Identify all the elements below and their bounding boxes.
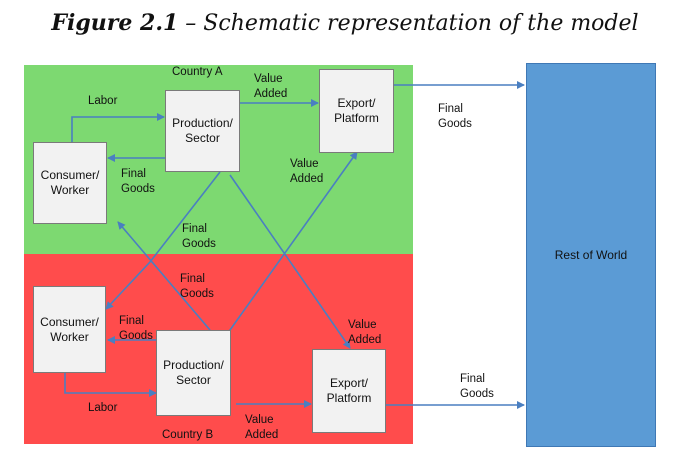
country-a-label: Country A: [172, 66, 223, 78]
rest-of-world-box: Rest of World: [526, 63, 656, 447]
rest-of-world-label: Rest of World: [554, 247, 628, 262]
export-platform-label-b: Export/ Platform: [326, 376, 372, 405]
figure-title: Figure 2.1 – Schematic representation of…: [0, 10, 690, 36]
value-added-cross-arrow-a-to-b: [229, 174, 351, 349]
consumer-worker-label-b: Consumer/ Worker: [40, 314, 99, 344]
final-goods-label-b-inner: Final Goods: [119, 315, 153, 342]
production-sector-box-a: Production/ Sector: [165, 90, 240, 172]
export-platform-box-a: Export/ Platform: [319, 69, 394, 153]
labor-label-b: Labor: [88, 402, 118, 414]
export-platform-box-b: Export/ Platform: [312, 349, 386, 433]
labor-arrow-b: [64, 373, 157, 397]
final-goods-label-world-b: Final Goods: [460, 373, 494, 400]
title-dash: –: [178, 11, 204, 36]
consumer-worker-box-a: Consumer/ Worker: [33, 142, 107, 224]
value-added-cross-arrow-b-to-a: [224, 151, 358, 338]
production-sector-box-b: Production/ Sector: [156, 330, 231, 416]
value-added-label-a: Value Added: [254, 73, 288, 100]
value-added-label-b: Value Added: [245, 414, 279, 441]
final-goods-label-cross-b: Final Goods: [180, 273, 214, 300]
figure-caption: Schematic representation of the model: [203, 11, 639, 36]
labor-arrow-a: [71, 113, 165, 142]
value-added-label-cross-a: Value Added: [290, 158, 324, 185]
labor-label-a: Labor: [88, 95, 118, 107]
export-platform-label-a: Export/ Platform: [334, 96, 379, 125]
country-b-label: Country B: [162, 429, 214, 441]
production-sector-label-b: Production/ Sector: [163, 358, 224, 387]
value-added-label-cross-b: Value Added: [348, 319, 382, 346]
final-goods-label-world-a: Final Goods: [438, 103, 472, 130]
final-goods-label-cross-a: Final Goods: [182, 223, 216, 250]
consumer-worker-label-a: Consumer/ Worker: [40, 168, 100, 197]
consumer-worker-box-b: Consumer/ Worker: [33, 286, 106, 373]
figure-number: Figure 2.1: [51, 10, 179, 36]
production-sector-label-a: Production/ Sector: [172, 116, 233, 145]
final-goods-cross-arrow-a-to-b: [105, 171, 221, 310]
final-goods-cross-arrow-b-to-a: [117, 221, 211, 331]
final-goods-label-a-inner: Final Goods: [121, 168, 155, 195]
